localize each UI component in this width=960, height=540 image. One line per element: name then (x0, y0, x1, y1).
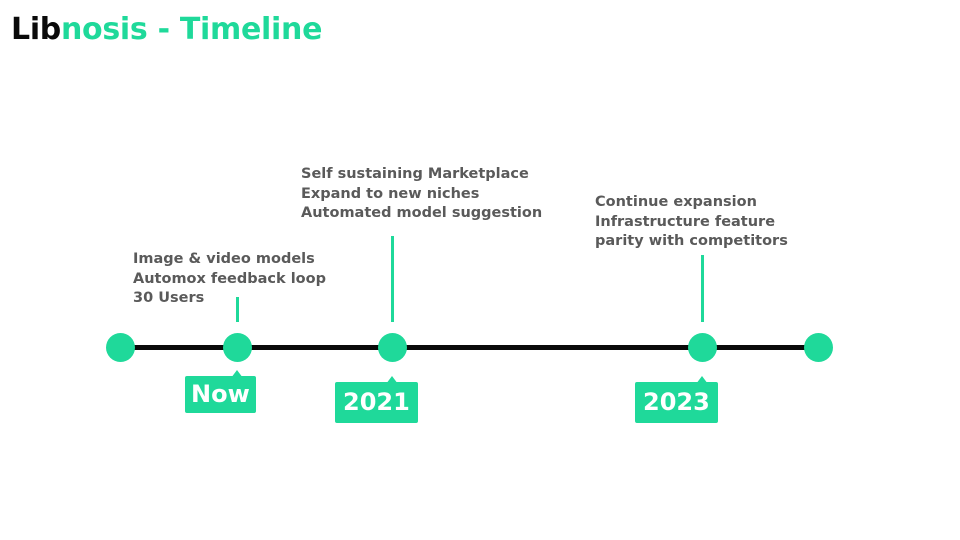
milestone-2023-note: Continue expansion (595, 194, 757, 210)
milestone-2021-badge: 2021 (335, 376, 418, 423)
milestone-2021-note: Self sustaining Marketplace (301, 166, 529, 182)
timeline-start-dot (105, 332, 135, 362)
title-rest: nosis - Timeline (60, 12, 323, 47)
milestone-2023-label: 2023 (643, 388, 710, 416)
milestone-2023-badge-pointer (696, 376, 708, 384)
milestone-now-badge-pointer (231, 370, 243, 378)
milestone-2021-note: Expand to new niches (301, 185, 480, 202)
milestone-now-notes: Image & video models Automox feedback lo… (133, 250, 326, 309)
milestone-now-badge: Now (185, 370, 256, 413)
timeline-end-dot (803, 332, 833, 362)
milestone-now-note: Image & video models (133, 251, 315, 267)
milestone-now-dot (222, 332, 252, 362)
milestone-2021-badge-pointer (386, 376, 398, 384)
milestone-2021-label: 2021 (343, 388, 410, 416)
title-prefix: Lib (11, 12, 61, 47)
milestone-now-label: Now (191, 380, 250, 408)
milestone-2023-note: Infrastructure feature (595, 213, 776, 230)
milestone-2023-stem (700, 255, 704, 322)
milestone-2021-stem (390, 236, 394, 322)
milestone-2023-dot (687, 332, 717, 362)
milestone-now-note: Automox feedback loop (133, 270, 326, 287)
milestone-2023-note: parity with competitors (595, 233, 788, 250)
milestone-2023-notes: Continue expansion Infrastructure featur… (595, 193, 788, 252)
milestone-2021-dot (377, 332, 407, 362)
page-title: Libnosis - Timeline (11, 12, 322, 47)
timeline-axis (120, 345, 818, 350)
milestone-2023-badge: 2023 (635, 376, 718, 423)
milestone-2021-notes: Self sustaining Marketplace Expand to ne… (301, 165, 542, 224)
milestone-now-stem (235, 297, 239, 322)
milestone-2021-note: Automated model suggestion (301, 205, 543, 222)
milestone-now-note: 30 Users (133, 290, 205, 307)
